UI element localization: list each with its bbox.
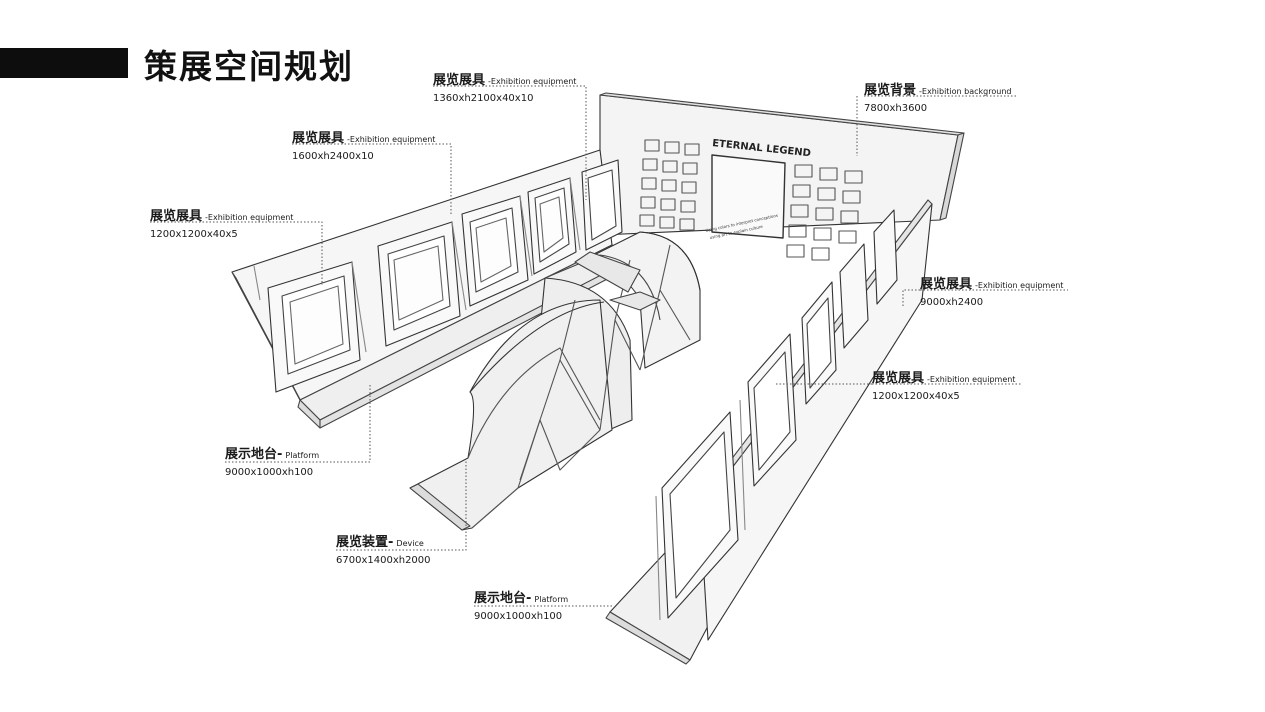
title-accent-bar <box>0 48 128 78</box>
wall-grid-right <box>786 164 863 261</box>
label-platform-left: 展示地台-Platform 9000x1000xh100 <box>225 447 320 478</box>
wall-grid-left <box>639 139 700 231</box>
leader-lines <box>150 85 1068 607</box>
background-wall: ETERNAL LEGEND Using colors to interpret… <box>599 92 965 261</box>
central-ramp-device <box>409 231 701 531</box>
label-platform-right: 展示地台-Platform 9000x1000xh100 <box>474 591 569 622</box>
label-equipment-9000: 展览展具-Exhibition equipment 9000xh2400 <box>920 277 1064 308</box>
label-equipment-1600: 展览展具-Exhibition equipment 1600xh2400x10 <box>292 131 436 162</box>
right-display-wall <box>605 199 933 665</box>
label-equipment-top: 展览展具-Exhibition equipment 1360xh2100x40x… <box>433 73 577 104</box>
page-title: 策展空间规划 <box>144 47 354 86</box>
left-display-wall <box>231 149 641 429</box>
label-background: 展览背景-Exhibition background 7800xh3600 <box>864 83 1012 114</box>
label-equipment-left: 展览展具-Exhibition equipment 1200x1200x40x5 <box>150 209 294 240</box>
label-device: 展览装置-Device 6700x1400xh2000 <box>336 535 431 566</box>
label-equipment-right: 展览展具-Exhibition equipment 1200x1200x40x5 <box>872 371 1016 402</box>
